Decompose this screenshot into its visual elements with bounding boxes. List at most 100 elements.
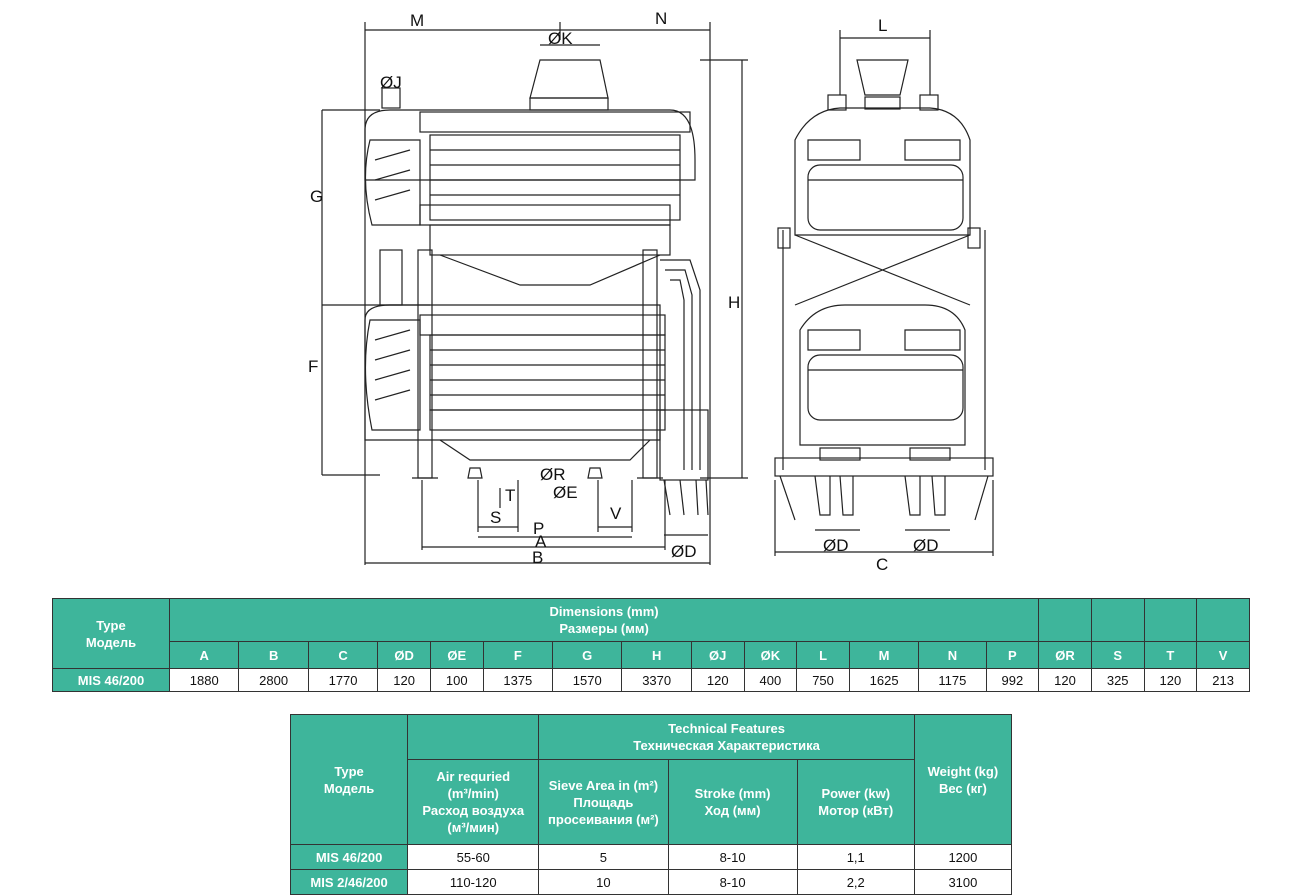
model-cell: MIS 46/200	[289, 844, 409, 870]
value-cell: 100	[429, 668, 484, 692]
type-header-en: Type	[96, 617, 126, 633]
value-cell: 2800	[238, 668, 309, 692]
weight-header-ru: Вес (кг)	[938, 780, 987, 796]
type-header-ru: Модель	[85, 634, 137, 650]
label-E: ØE	[553, 483, 578, 502]
blank-header-cell	[407, 714, 540, 760]
sieve-header-en: Sieve Area in (m²)	[548, 777, 659, 793]
label-L: L	[878, 16, 887, 35]
blank-header-cell	[1196, 598, 1250, 642]
technical-features-table: Type Модель Technical Features Техническ…	[289, 714, 1013, 895]
column-header: M	[848, 641, 920, 669]
label-T: T	[505, 486, 515, 505]
tech-type-header: Type Модель	[289, 714, 409, 845]
technical-drawing: M N ØK ØJ G F H ØR ØE T S V P A B ØD L C…	[308, 9, 994, 574]
column-header: P	[985, 641, 1040, 669]
value-cell: 400	[743, 668, 798, 692]
stroke-cell: 8-10	[667, 869, 798, 895]
label-P: P	[533, 519, 544, 538]
air-header-en: Air requried	[436, 769, 511, 784]
column-header: ØR	[1038, 641, 1092, 669]
sieve-cell: 5	[538, 844, 669, 870]
label-S: S	[490, 508, 501, 527]
weight-header-en: Weight (kg)	[927, 763, 999, 779]
value-cell: 120	[1143, 668, 1198, 692]
weight-cell: 1200	[913, 844, 1013, 870]
value-cell: 1175	[918, 668, 987, 692]
table-row: MIS 2/46/200 110-120 10 8-10 2,2 3100	[289, 869, 1013, 895]
front-view	[774, 30, 994, 556]
dimensions-header-ru: Размеры (мм)	[559, 621, 649, 636]
label-B: B	[532, 548, 543, 567]
stroke-header-en: Stroke (mm)	[694, 786, 771, 801]
label-G: G	[310, 187, 323, 206]
column-header: ØJ	[690, 641, 745, 669]
side-view	[321, 22, 748, 565]
sieve-header-ru1: Площадь	[573, 794, 634, 810]
value-cell: 213	[1196, 668, 1250, 692]
column-header: H	[621, 641, 692, 669]
power-header-en: Power (kw)	[821, 786, 891, 801]
table-row: MIS 46/200 1880 2800 1770 120 100 1375 1…	[52, 668, 1250, 692]
column-header: ØE	[429, 641, 484, 669]
air-unit-en: (m³/min)	[447, 786, 499, 801]
tech-type-header-ru: Модель	[323, 780, 375, 796]
model-cell: MIS 46/200	[52, 668, 170, 692]
dimensions-header-en: Dimensions (mm)	[549, 604, 659, 619]
sieve-cell: 10	[538, 869, 669, 895]
air-cell: 55-60	[407, 844, 540, 870]
value-cell: 120	[690, 668, 745, 692]
stroke-header: Stroke (mm) Ход (мм)	[667, 759, 798, 845]
label-J: ØJ	[380, 73, 402, 92]
dimensions-header-cell: Dimensions (mm) Размеры (мм)	[168, 598, 1040, 642]
features-header-en: Technical Features	[668, 721, 785, 736]
table-row: MIS 46/200 55-60 5 8-10 1,1 1200	[289, 844, 1013, 870]
value-cell: 1625	[848, 668, 920, 692]
label-D: ØD	[671, 542, 697, 561]
column-header: A	[168, 641, 240, 669]
weight-cell: 3100	[913, 869, 1013, 895]
value-cell: 3370	[621, 668, 692, 692]
air-header: Air requried (m³/min) Расход воздуха (м³…	[407, 759, 540, 845]
blank-header-cell	[1090, 598, 1145, 642]
column-header: ØK	[743, 641, 798, 669]
blank-header-cell	[1038, 598, 1092, 642]
features-header-ru: Техническая Характеристика	[633, 738, 820, 753]
air-header-ru: Расход воздуха	[422, 803, 525, 818]
value-cell: 120	[1038, 668, 1092, 692]
label-N: N	[655, 9, 667, 28]
label-H: H	[728, 293, 740, 312]
value-cell: 1375	[482, 668, 554, 692]
air-unit-ru: (м³/мин)	[447, 820, 500, 835]
model-cell: MIS 2/46/200	[289, 869, 409, 895]
column-header: G	[552, 641, 623, 669]
sieve-header: Sieve Area in (m²) Площадь просеивания (…	[538, 759, 669, 845]
power-cell: 2,2	[796, 869, 915, 895]
tech-type-header-en: Type	[334, 763, 364, 779]
stroke-cell: 8-10	[667, 844, 798, 870]
features-header-cell: Technical Features Техническая Характери…	[538, 714, 915, 760]
power-header-ru: Мотор (кВт)	[818, 803, 894, 818]
label-A: A	[535, 532, 547, 551]
label-F: F	[308, 357, 318, 376]
column-header: C	[307, 641, 379, 669]
value-cell: 1880	[168, 668, 240, 692]
label-M: M	[410, 11, 424, 30]
value-cell: 1770	[307, 668, 379, 692]
sieve-header-ru2: просеивания (м²)	[548, 811, 659, 827]
blank-header-cell	[1143, 598, 1198, 642]
column-header: S	[1090, 641, 1145, 669]
column-header: V	[1196, 641, 1250, 669]
value-cell: 1570	[552, 668, 623, 692]
stroke-header-ru: Ход (мм)	[704, 803, 761, 818]
label-D2: ØD	[913, 536, 939, 555]
air-cell: 110-120	[407, 869, 540, 895]
power-header: Power (kw) Мотор (кВт)	[796, 759, 915, 845]
label-K: ØK	[548, 29, 573, 48]
weight-header: Weight (kg) Вес (кг)	[913, 714, 1013, 845]
column-header: N	[918, 641, 987, 669]
column-header: F	[482, 641, 554, 669]
column-header: ØD	[377, 641, 431, 669]
value-cell: 992	[985, 668, 1040, 692]
label-C: C	[876, 555, 888, 574]
